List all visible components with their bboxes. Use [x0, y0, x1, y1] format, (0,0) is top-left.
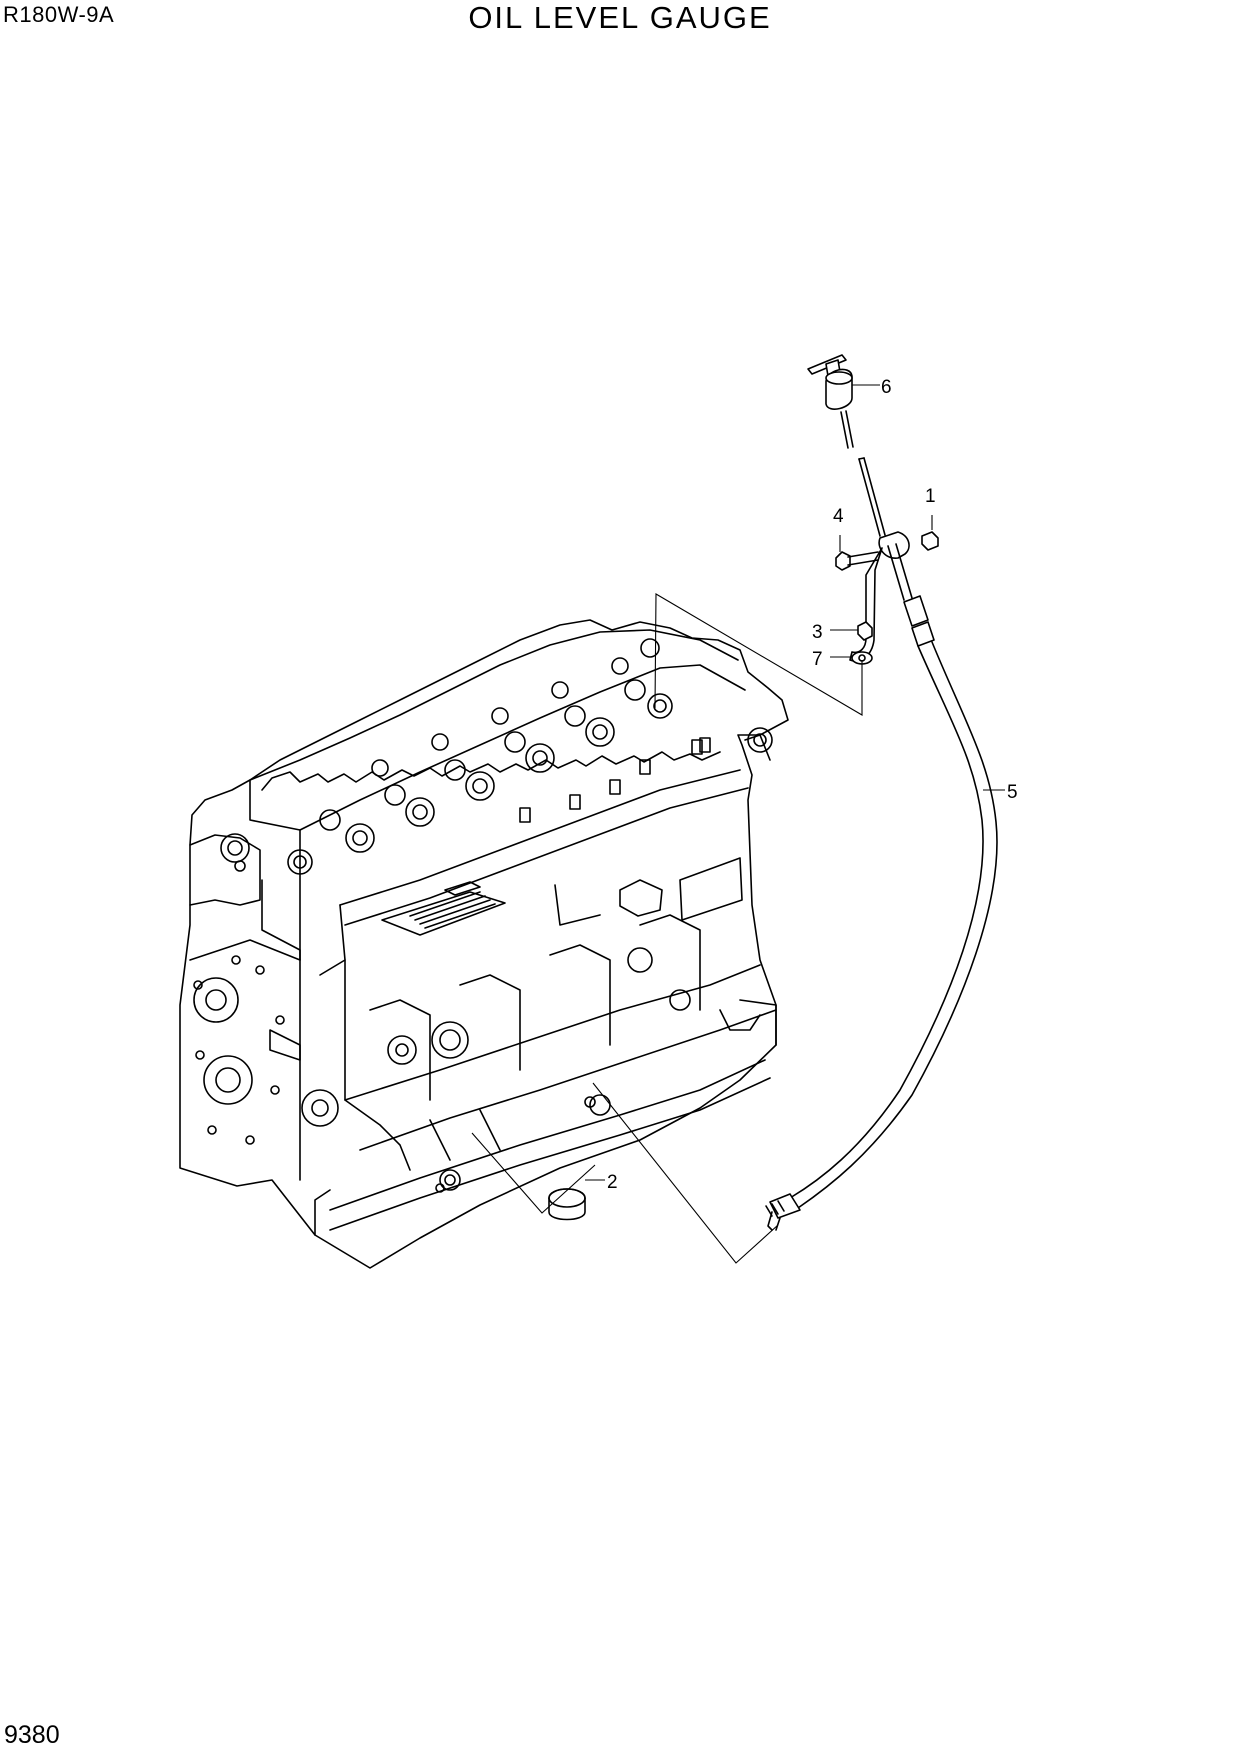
page-number: 9380	[4, 1721, 60, 1749]
plug-part	[548, 1188, 586, 1221]
callout-5: 5	[1007, 782, 1018, 803]
callout-leaders	[585, 384, 1005, 1181]
assembly-leader-lines	[471, 593, 863, 1264]
dipstick-handle	[807, 354, 886, 537]
engine-block-illustration	[179, 619, 789, 1269]
callout-labels: 6 1 4 3 7 5 2	[607, 377, 1018, 1193]
model-number: R180W-9A	[3, 2, 115, 27]
callout-6: 6	[881, 377, 892, 398]
callout-7: 7	[812, 649, 823, 670]
callout-3: 3	[812, 622, 823, 643]
callout-4: 4	[833, 506, 844, 527]
page-title: OIL LEVEL GAUGE	[468, 0, 772, 35]
dipstick-guide-tube	[765, 543, 998, 1231]
dipstick-bracket	[835, 531, 939, 665]
callout-1: 1	[925, 486, 936, 507]
callout-2: 2	[607, 1172, 618, 1193]
